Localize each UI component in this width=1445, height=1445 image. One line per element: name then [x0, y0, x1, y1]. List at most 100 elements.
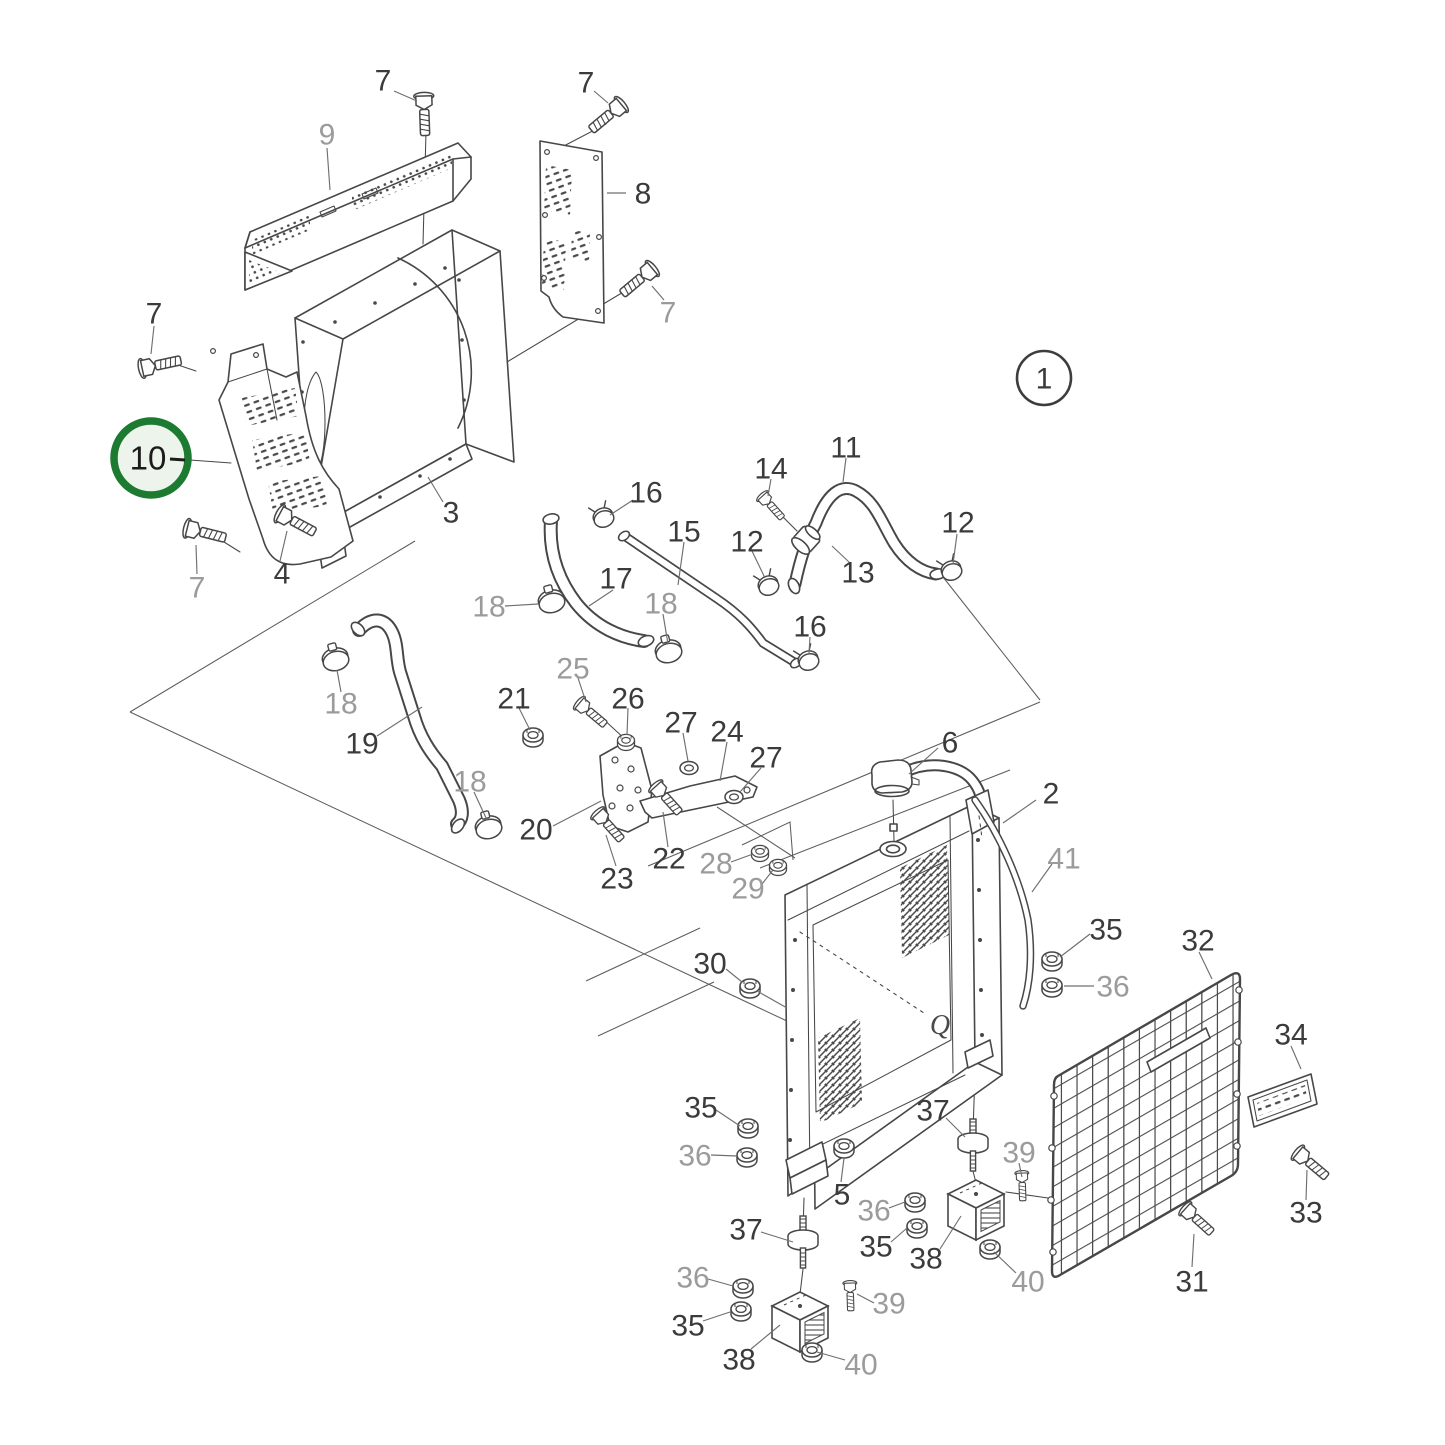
part-callout-30-37: 30 — [693, 948, 726, 981]
bolt-7-bottom-left — [180, 516, 229, 549]
hose-fitting — [791, 525, 821, 555]
radiator-cap — [870, 759, 920, 798]
part-callout-7-0: 7 — [375, 65, 392, 98]
bolt-7-right — [614, 257, 663, 303]
part-callout-7-5: 7 — [146, 298, 163, 331]
part-callout-25-23: 25 — [556, 653, 589, 686]
assembly-reference-badge: 1 — [1015, 349, 1073, 407]
bolt-33 — [1288, 1142, 1334, 1185]
part-callout-7-4: 7 — [660, 297, 677, 330]
callout-leader-lines — [150, 90, 1308, 1361]
part-callout-12-12: 12 — [730, 526, 763, 559]
radiator-hoses — [350, 482, 947, 834]
part-callout-31-52: 31 — [1175, 1266, 1208, 1299]
part-callout-36-39: 36 — [1096, 971, 1129, 1004]
part-callout-29-33: 29 — [731, 873, 764, 906]
part-callout-11-11: 11 — [830, 432, 861, 465]
highlight-ring — [110, 417, 192, 499]
part-callout-32-40: 32 — [1181, 925, 1214, 958]
radiator-assembly: Q — [784, 759, 1035, 1210]
part-callout-21-24: 21 — [497, 683, 530, 716]
part-callout-18-17: 18 — [472, 591, 505, 624]
part-callout-37-53: 37 — [729, 1214, 762, 1247]
reference-plane-lines — [129, 540, 1041, 1078]
nut-29 — [768, 858, 788, 877]
part-callout-26-25: 26 — [611, 683, 644, 716]
nut-35-right — [1041, 951, 1063, 972]
nut-36-mount-right — [904, 1192, 926, 1213]
left-side-panel — [210, 343, 354, 566]
mounting-bracket-plate — [599, 741, 653, 833]
part-callout-13-14: 13 — [841, 557, 874, 590]
core-symbol: Q — [930, 1010, 950, 1041]
part-callout-28-32: 28 — [699, 848, 732, 881]
part-callout-40-58: 40 — [844, 1349, 877, 1382]
part-callout-27-26: 27 — [664, 707, 697, 740]
part-callout-18-18: 18 — [644, 588, 677, 621]
highlight-label: 10 — [130, 440, 167, 477]
rear-side-panel — [539, 140, 605, 324]
part-callout-36-43: 36 — [678, 1140, 711, 1173]
part-callout-8-3: 8 — [635, 178, 652, 211]
nut-5 — [833, 1138, 855, 1159]
part-callout-36-47: 36 — [857, 1195, 890, 1228]
clamp-18-b — [651, 631, 685, 667]
nut-36-left — [736, 1147, 758, 1168]
part-callout-6-34: 6 — [942, 727, 959, 760]
part-callout-20-29: 20 — [519, 814, 552, 847]
part-callout-7-8: 7 — [189, 572, 206, 605]
part-callout-16-9: 16 — [629, 477, 662, 510]
part-callout-35-42: 35 — [684, 1092, 717, 1125]
part-callout-23-30: 23 — [600, 863, 633, 896]
top-cover-panel — [244, 142, 472, 291]
nut-35-mount-left — [730, 1301, 752, 1322]
bolt-31 — [1176, 1199, 1219, 1240]
part-callout-35-38: 35 — [1089, 914, 1122, 947]
brand-badge — [1247, 1073, 1318, 1128]
part-callout-5-44: 5 — [834, 1179, 851, 1212]
part-callout-38-57: 38 — [722, 1344, 755, 1377]
part-callout-12-13: 12 — [941, 507, 974, 540]
clamp-18-d — [471, 807, 505, 843]
part-callout-41-36: 41 — [1047, 843, 1080, 876]
part-callout-19-21: 19 — [345, 728, 378, 761]
nut-28 — [750, 844, 770, 863]
bolt-7-left — [135, 349, 184, 380]
bolt-7-top-right — [583, 93, 632, 139]
clamp-12-a — [752, 566, 782, 600]
part-callout-33-51: 33 — [1289, 1197, 1322, 1230]
part-callout-24-27: 24 — [710, 716, 743, 749]
part-callout-40-50: 40 — [1011, 1266, 1044, 1299]
washer-27-b — [724, 789, 744, 805]
part-callout-18-20: 18 — [324, 688, 357, 721]
part-callout-9-2: 9 — [319, 119, 336, 152]
badge-ring — [1015, 349, 1073, 407]
part-callout-35-55: 35 — [671, 1310, 704, 1343]
bolt-39-right — [1014, 1169, 1031, 1202]
part-callout-7-1: 7 — [578, 67, 595, 100]
part-callout-35-48: 35 — [859, 1231, 892, 1264]
part-callout-18-22: 18 — [453, 766, 486, 799]
badge-label: 1 — [1036, 363, 1053, 396]
washer-27-a — [679, 760, 699, 776]
nut-26 — [616, 733, 636, 752]
bolt-14 — [754, 488, 789, 524]
part-callout-17-16: 17 — [599, 563, 632, 596]
nut-36-right — [1041, 977, 1063, 998]
part-callout-34-41: 34 — [1274, 1019, 1307, 1052]
part-callout-36-54: 36 — [676, 1262, 709, 1295]
part-callout-37-45: 37 — [916, 1095, 949, 1128]
highlighted-callout-10: 10 — [110, 417, 232, 499]
nut-35-mount-right — [906, 1218, 928, 1239]
part-callout-27-28: 27 — [749, 742, 782, 775]
part-callout-2-35: 2 — [1043, 778, 1060, 811]
part-callout-3-6: 3 — [443, 497, 460, 530]
part-callout-38-49: 38 — [909, 1243, 942, 1276]
bolt-39-left — [842, 1279, 859, 1312]
nut-30 — [739, 978, 761, 999]
nut-40-right — [979, 1239, 1001, 1260]
part-callout-16-19: 16 — [793, 611, 826, 644]
protective-grille — [1047, 972, 1243, 1278]
